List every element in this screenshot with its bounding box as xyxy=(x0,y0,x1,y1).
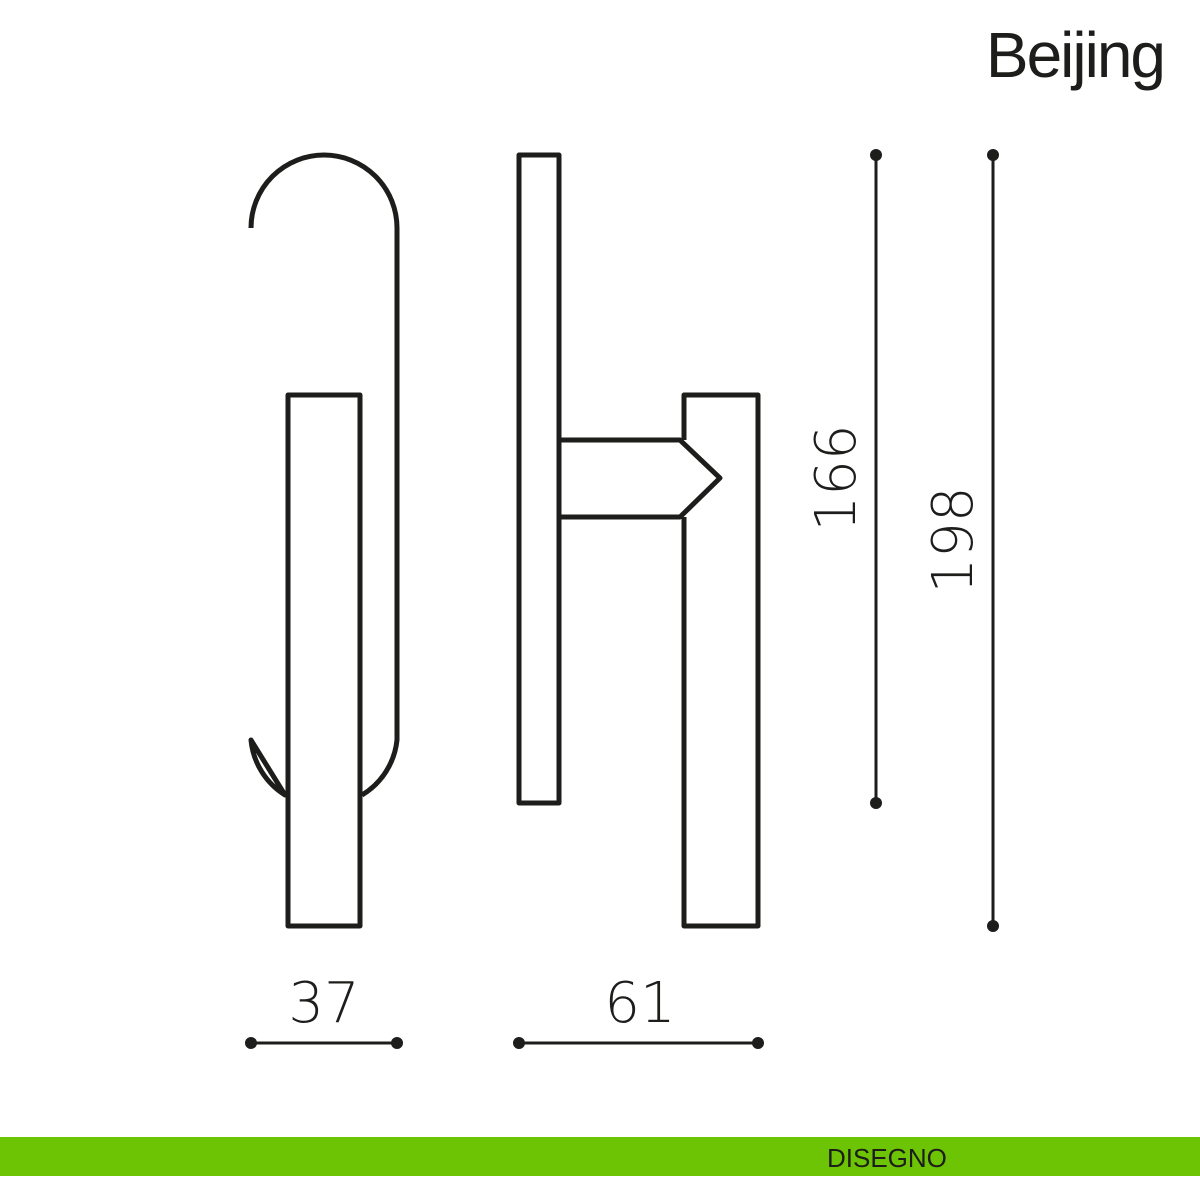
dimension-dots xyxy=(245,149,999,1049)
front-lever xyxy=(285,392,363,929)
side-plate xyxy=(516,152,562,806)
side-lever xyxy=(681,392,761,929)
dim-61: 61 xyxy=(604,971,675,1036)
footer-bar: DISEGNO xyxy=(0,1137,1200,1176)
product-title: Beijing xyxy=(985,19,1166,91)
front-rosette-outline xyxy=(248,152,400,798)
side-spindle xyxy=(559,437,723,520)
dim-166: 166 xyxy=(804,425,869,532)
dim-37: 37 xyxy=(288,971,359,1036)
footer-label: DISEGNO xyxy=(827,1143,947,1173)
dim-198: 198 xyxy=(921,487,986,594)
